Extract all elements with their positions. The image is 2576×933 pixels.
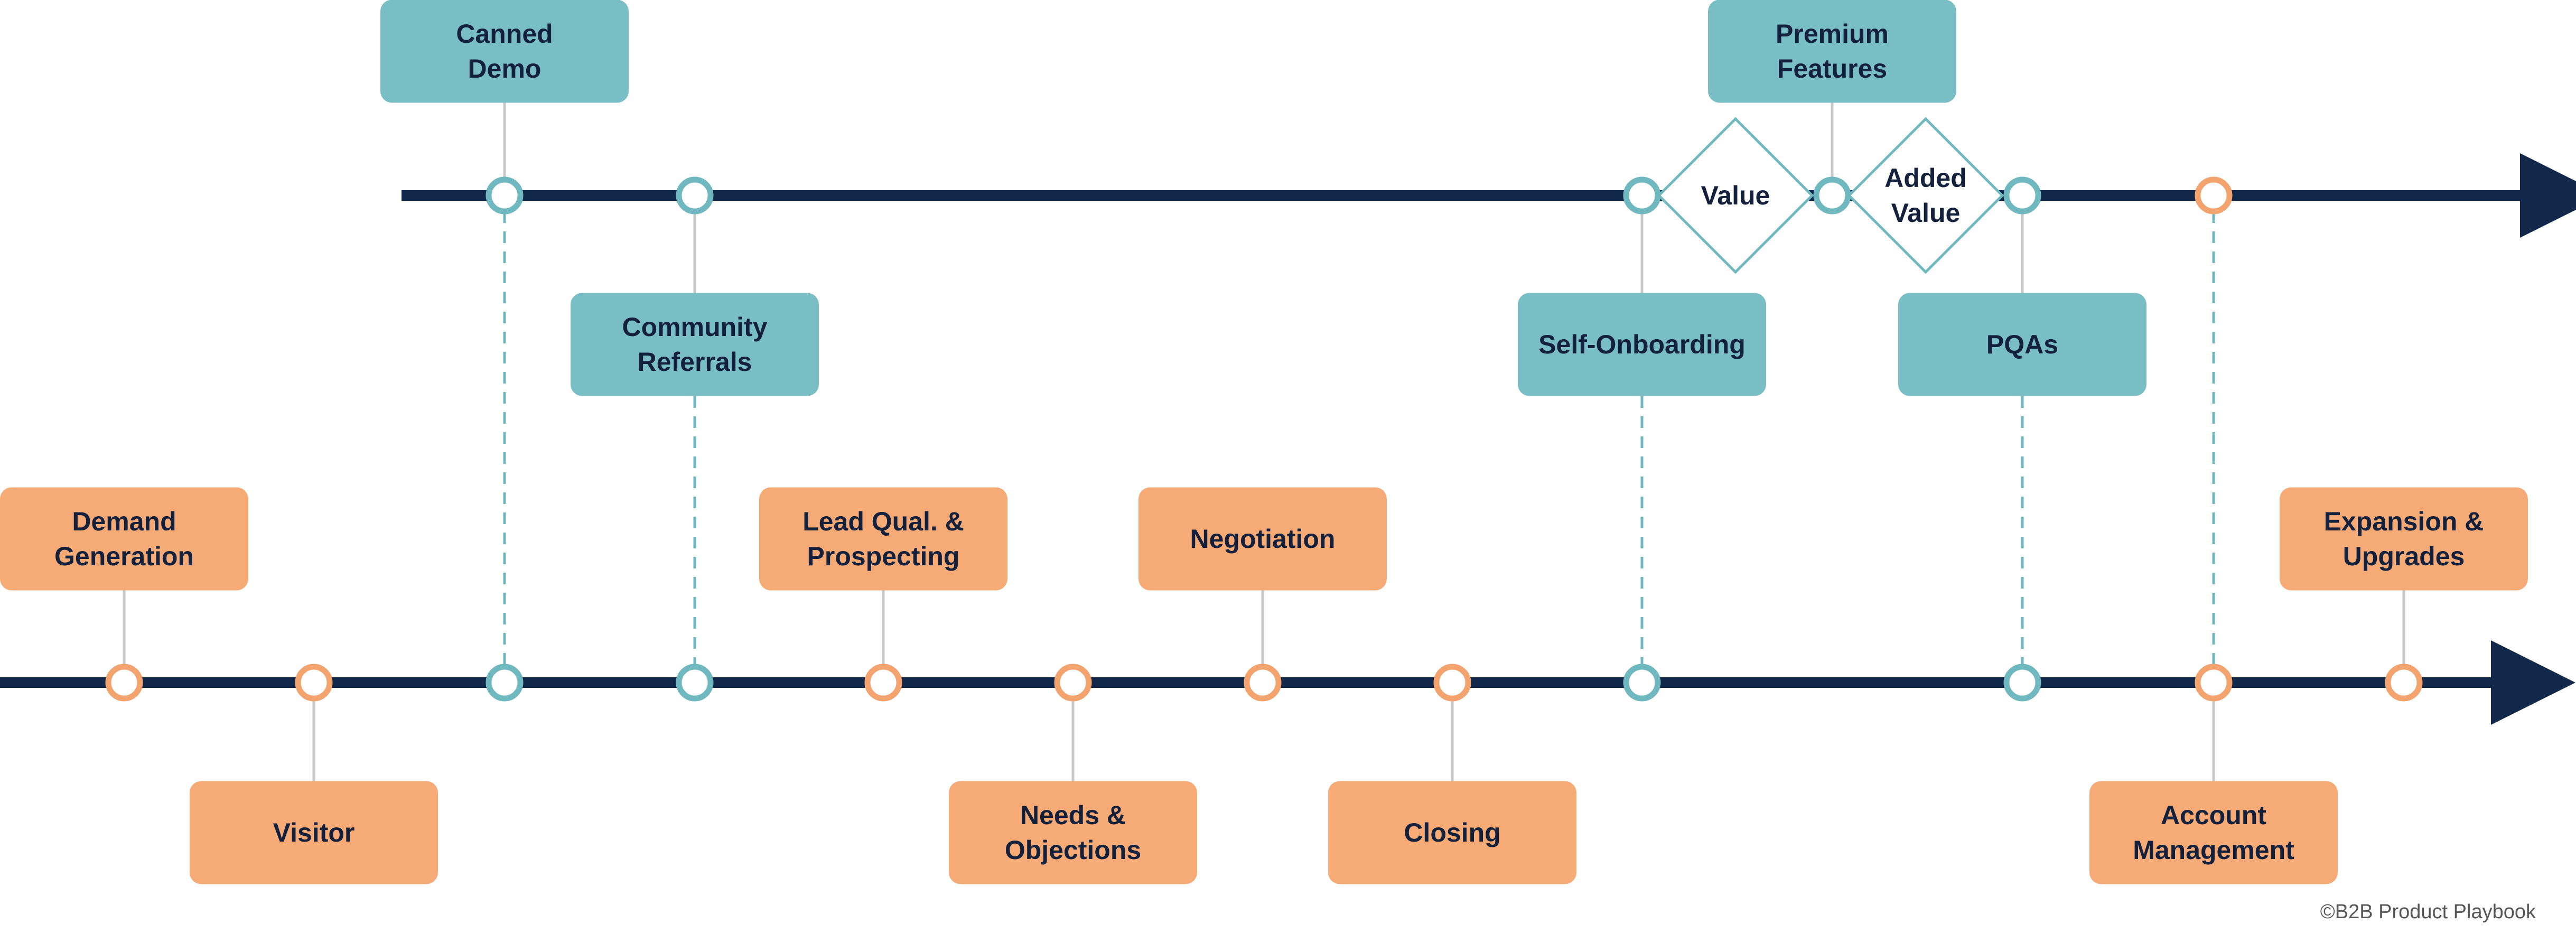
stage-label: PQAs (1986, 330, 2058, 359)
milestone-expansion-upgrades (2385, 664, 2423, 702)
milestone-self-onboarding-bottom (1623, 664, 1661, 702)
stage-self-onboarding: Self-Onboarding (1518, 293, 1766, 396)
stage-box (1898, 293, 2146, 396)
stage-box (2280, 487, 2528, 591)
stage-label: Negotiation (1190, 524, 1336, 554)
stage-box (1138, 487, 1387, 591)
decision-diamond (1657, 117, 1814, 274)
stage-needs-objections: Needs &Objections (949, 781, 1197, 884)
stage-box (1708, 0, 1956, 103)
milestone-pqas (2003, 176, 2041, 214)
stage-label: Visitor (273, 818, 355, 847)
stage-label: Self-Onboarding (1538, 330, 1746, 359)
milestone-pqas-bottom (2003, 664, 2041, 702)
stage-label: Closing (1404, 818, 1500, 847)
stage-expansion-upgrades: Expansion &Upgrades (2280, 487, 2528, 591)
milestone-account-management-top (2195, 176, 2233, 214)
milestone-account-management (2195, 664, 2233, 702)
stage-visitor: Visitor (190, 781, 438, 884)
stage-box (0, 487, 248, 591)
milestone-negotiation (1244, 664, 1282, 702)
milestone-needs-objections (1054, 664, 1092, 702)
milestone-demand-generation (105, 664, 143, 702)
stage-box (190, 781, 438, 884)
milestone-lead-qual-prospecting (864, 664, 902, 702)
decision-label: Value (1701, 181, 1770, 210)
stage-box (380, 0, 629, 103)
stage-label: Expansion &Upgrades (2324, 507, 2484, 571)
decision-diamond (1847, 117, 2004, 274)
stage-box (2089, 781, 2338, 884)
milestone-closing (1433, 664, 1471, 702)
stage-box (949, 781, 1197, 884)
stage-box (1518, 293, 1766, 396)
stage-label: Lead Qual. &Prospecting (802, 507, 964, 571)
milestone-self-onboarding (1623, 176, 1661, 214)
stage-negotiation: Negotiation (1138, 487, 1387, 591)
stage-lead-qual-prospecting: Lead Qual. &Prospecting (759, 487, 1007, 591)
stage-closing: Closing (1328, 781, 1576, 884)
copyright-text: ©B2B Product Playbook (2320, 901, 2536, 923)
decision-value: Value (1657, 117, 1814, 274)
milestone-visitor (295, 664, 333, 702)
stage-label: Needs &Objections (1005, 800, 1141, 865)
milestone-canned-demo-bottom (486, 664, 524, 702)
stage-box (571, 293, 819, 396)
stage-box (759, 487, 1007, 591)
milestone-community-referrals (676, 176, 714, 214)
stage-box (1328, 781, 1576, 884)
milestone-premium-features (1813, 176, 1851, 214)
milestone-canned-demo (486, 176, 524, 214)
stage-pqas: PQAs (1898, 293, 2146, 396)
milestone-community-referrals-bottom (676, 664, 714, 702)
